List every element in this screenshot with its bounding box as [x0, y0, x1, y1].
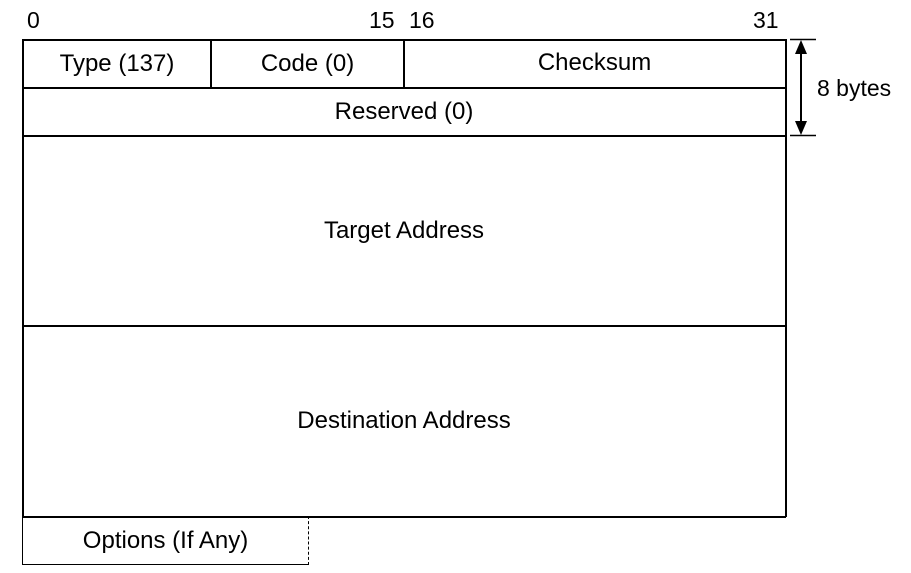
row-divider-2	[22, 135, 786, 137]
bit-label-0: 0	[27, 7, 40, 33]
target-address-label: Target Address	[323, 216, 485, 244]
options-field-label: Options (If Any)	[82, 526, 249, 554]
bit-label-15: 15	[369, 7, 395, 33]
arrowhead-down-icon	[795, 121, 807, 135]
code-field: Code (0)	[211, 40, 404, 88]
options-field	[22, 516, 309, 565]
code-field-label: Code (0)	[260, 50, 355, 77]
type-field-label: Type (137)	[59, 50, 175, 77]
type-field: Type (137)	[23, 40, 211, 88]
reserved-field-label: Reserved (0)	[334, 97, 474, 125]
arrowhead-up-icon	[795, 40, 807, 54]
frame-bottom-line	[22, 516, 786, 518]
bit-label-31: 31	[753, 7, 779, 33]
destination-address-label: Destination Address	[297, 407, 511, 434]
frame-left-line	[22, 39, 24, 517]
row-divider-3	[22, 325, 786, 327]
type-code-divider	[210, 39, 212, 88]
reserved-field: Reserved (0)	[23, 88, 785, 135]
size-label: 8 bytes	[817, 75, 892, 101]
bit-label-16: 16	[409, 7, 435, 33]
destination-address-field: Destination Address	[23, 326, 785, 516]
target-address-field: Target Address	[23, 136, 785, 325]
options-field-text: Options (If Any)	[23, 517, 308, 564]
frame-right-line	[785, 39, 787, 517]
checksum-field: Checksum	[404, 40, 785, 86]
checksum-field-label: Checksum	[537, 49, 652, 76]
code-checksum-divider	[403, 39, 405, 88]
